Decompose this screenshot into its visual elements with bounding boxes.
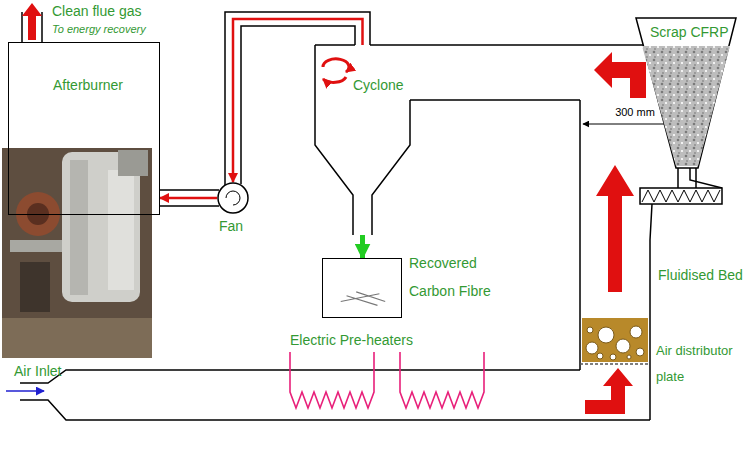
annotation-label: Electric Pre-heaters	[290, 332, 470, 349]
distributor-plate	[580, 363, 650, 365]
node-label: Scrap CFRP	[650, 24, 734, 41]
afterburner-box: Afterburner	[8, 42, 160, 215]
air-arrow	[6, 390, 44, 392]
node-outline	[636, 18, 736, 190]
heater-element	[290, 352, 374, 408]
fibre-collector: Recovered Carbon Fibre	[322, 258, 402, 318]
screw-feeder	[642, 190, 720, 202]
heater-element	[400, 352, 484, 408]
fibre-flow-arrow	[360, 235, 365, 258]
node-label: Afterburner	[53, 77, 157, 94]
flow-arrow	[594, 52, 646, 98]
gas-flow-arrow	[233, 19, 363, 182]
annotation-label: Air distributor plate	[656, 338, 746, 390]
label-holder: Air distributor plate	[656, 338, 746, 390]
annotation-label: 300 mm	[580, 104, 690, 121]
fan-symbol: Fan	[217, 182, 249, 214]
cyclone-shape: Cyclone	[315, 45, 410, 235]
annotation-label: Air Inlet	[14, 363, 94, 380]
annotation-label: Clean flue gas	[52, 3, 212, 20]
label-holder: 300 mm	[580, 104, 690, 121]
node-outline	[323, 259, 401, 317]
node-label: Fluidised Bed	[658, 262, 746, 288]
fluidised-bed: Fluidised Bed	[582, 318, 648, 362]
node-outline	[315, 45, 410, 235]
annotation-label: To energy recovery	[52, 21, 212, 38]
ducting	[20, 12, 722, 420]
flow-arrow	[22, 3, 42, 40]
node-outline	[217, 182, 249, 214]
node-label: Fan	[219, 218, 259, 235]
label-holder: Air Inlet	[14, 363, 94, 380]
label-holder: To energy recovery	[52, 21, 212, 38]
label-holder: Clean flue gas	[52, 3, 212, 20]
node-label: Cyclone	[353, 77, 407, 94]
node-label: Recovered Carbon Fibre	[409, 249, 509, 305]
feed-hopper: Scrap CFRP	[636, 18, 736, 190]
gas-flow-arrow	[160, 197, 217, 200]
rig-photo	[2, 148, 152, 358]
node-outline	[582, 318, 648, 362]
label-holder: Electric Pre-heaters	[290, 332, 470, 349]
flow-arrow	[596, 165, 634, 292]
flow-arrow	[585, 368, 633, 414]
